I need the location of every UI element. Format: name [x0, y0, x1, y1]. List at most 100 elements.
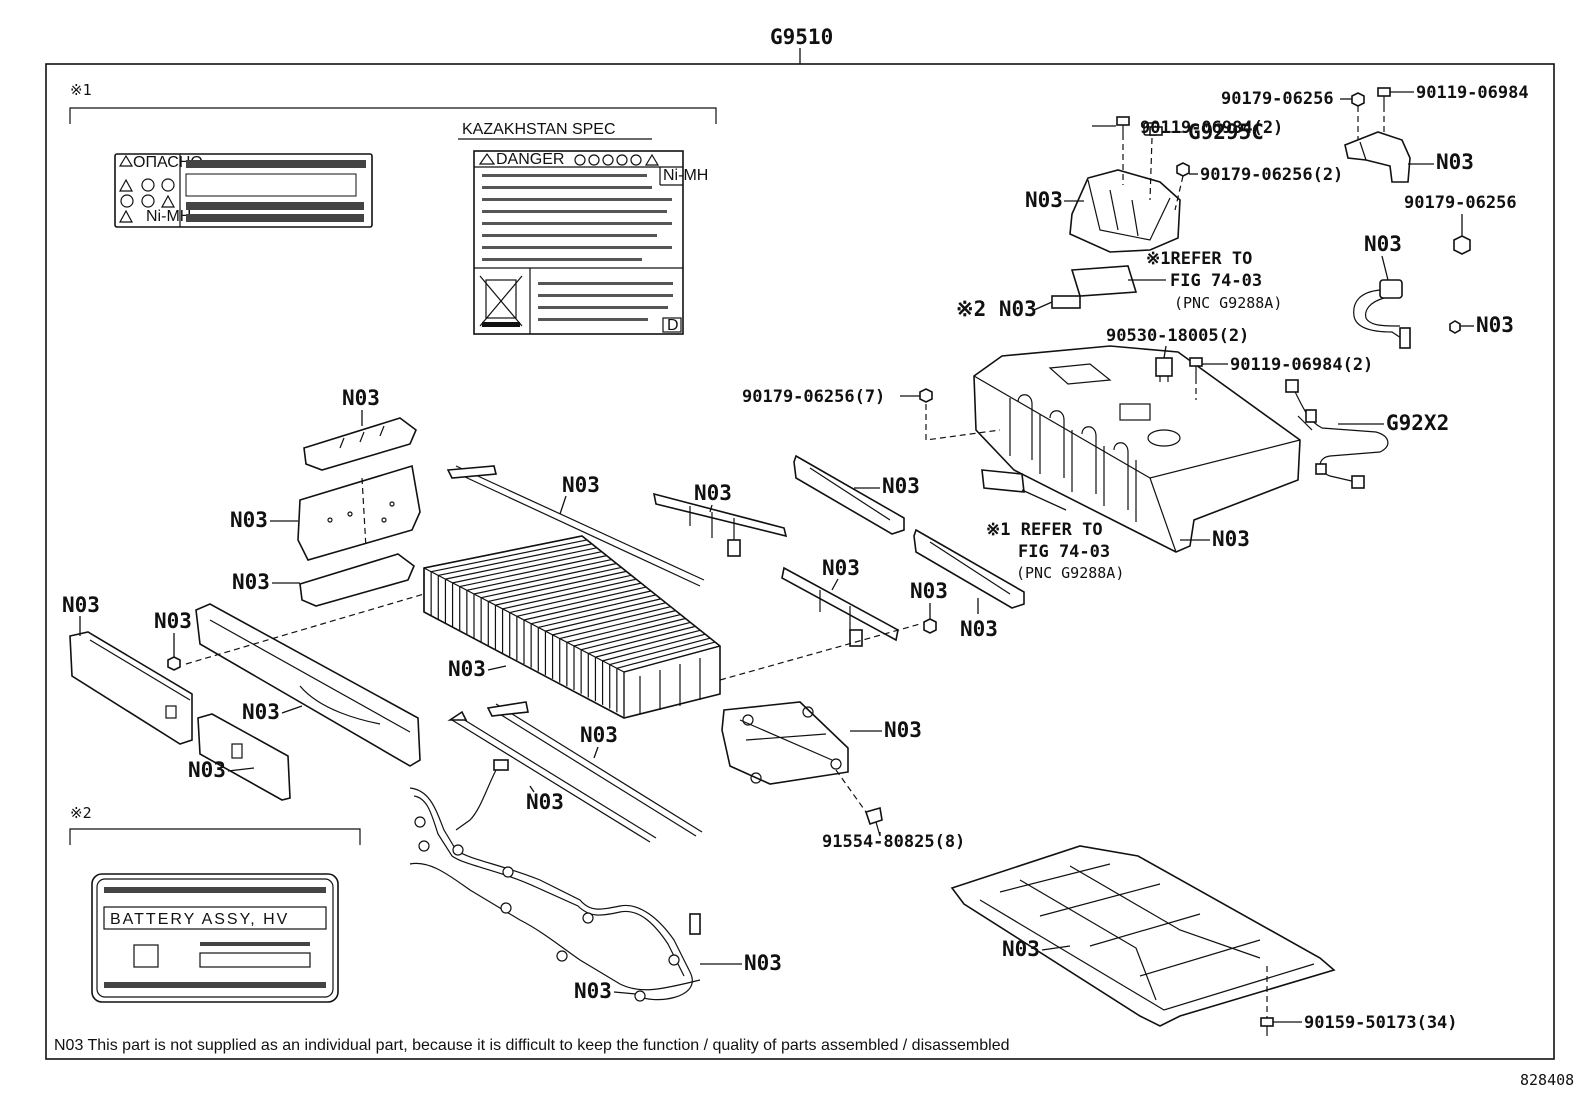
warning-small-text: ОПАСНО [133, 154, 203, 171]
callout-90119-06984-2: 90119-06984(2) [1140, 118, 1283, 138]
callout-n03-harness-clip: N03 [574, 979, 612, 1003]
danger-text: DANGER [496, 151, 564, 168]
kazakhstan-spec-title: KAZAKHSTAN SPEC [462, 121, 616, 138]
callout-n03-junction-cover: N03 [1025, 188, 1063, 212]
callout-n03-bus-bar: N03 [242, 700, 280, 724]
callout-n03-strip-1: N03 [694, 481, 732, 505]
cell-top-edge [573, 617, 686, 647]
end-cover-left [69, 631, 193, 745]
side-bracket-1 [793, 454, 905, 535]
nimh-small-text: Ni-MH [146, 208, 191, 225]
nut-top [1176, 162, 1190, 177]
cell-top-edge [459, 555, 607, 588]
cell-top-edge [523, 590, 652, 621]
refer-sheet-mid [981, 469, 1025, 493]
g9295c-connector [1143, 122, 1163, 136]
nut-sensor-1 [1453, 235, 1471, 255]
note-mark-2: ※2 [70, 804, 92, 822]
callout-n03-bracket-upper-right: N03 [1436, 150, 1474, 174]
wire-harness-lower [409, 759, 701, 1002]
refer-sheet-top [1070, 265, 1138, 297]
nut-case [919, 388, 933, 403]
battery-module-stack [423, 535, 721, 719]
callout-91554-80825-8: 91554-80825(8) [822, 832, 965, 852]
refer-mid-line-3: (PNC G9288A) [1016, 564, 1124, 582]
refer-top-line-2: FIG 74-03 [1170, 271, 1262, 291]
lower-bracket [721, 701, 849, 785]
cell-top-edge [516, 586, 647, 617]
frame [45, 63, 1555, 1060]
nimh-text: Ni-MH [663, 167, 708, 184]
refer-top-line-3: (PNC G9288A) [1174, 294, 1282, 312]
callout-90179-06256-top: 90179-06256 [1221, 89, 1334, 109]
callout-g9295c: G9295C [1188, 120, 1264, 144]
tie-rod-2 [447, 710, 657, 843]
callout-n03-rod-1: N03 [562, 473, 600, 497]
bolt-case [1189, 357, 1203, 378]
callout-90179-06256-2: 90179-06256(2) [1200, 165, 1343, 185]
callout-n03-upper-case: N03 [1212, 527, 1250, 551]
callout-90179-06256-right: 90179-06256 [1404, 193, 1517, 213]
nut-upper-right [1351, 92, 1365, 107]
plate-group-bracket [69, 828, 361, 845]
cell-top-edge [609, 637, 711, 666]
corner-mark: D [667, 317, 679, 334]
cell-top-edge [423, 535, 583, 569]
junction-cover [1069, 169, 1181, 253]
assembly-number: G9510 [770, 25, 833, 49]
upper-battery-case [973, 345, 1301, 553]
bolt-top-left [1116, 116, 1130, 134]
cell-top-edge [580, 621, 691, 651]
cell-top-edge [588, 625, 696, 655]
warning-label-small: ОПАСНО Ni-MH [114, 153, 373, 228]
tie-rod-1 [446, 465, 705, 587]
callout-n03-end-plate: N03 [230, 508, 268, 532]
wire-harness-g92x2 [1285, 379, 1389, 489]
cell-top-edge [488, 570, 627, 603]
clip-lower [864, 806, 883, 837]
cell-top-edge [616, 641, 716, 669]
bus-bar-holder-bottom [299, 553, 415, 607]
callout-n03-tray: N03 [1002, 937, 1040, 961]
end-plate [297, 464, 421, 561]
cover-small-left [197, 713, 291, 801]
temperature-strip-2 [781, 566, 899, 647]
note-mark-1: ※1 [70, 81, 92, 99]
callout-n03-cover-small: N03 [188, 758, 226, 782]
battery-plate-text: BATTERY ASSY, HV [110, 911, 289, 928]
cell-top-edge [545, 602, 666, 632]
nut-sensor-2 [1449, 320, 1461, 334]
cell-top-edge [552, 606, 671, 636]
side-bracket-2 [913, 528, 1025, 609]
cell-top-edge [431, 539, 588, 573]
refer-mid-line-2: FIG 74-03 [1018, 542, 1110, 562]
callout-90119-06984-2b: 90119-06984(2) [1230, 355, 1373, 375]
callout-n03-holder-bottom: N03 [232, 570, 270, 594]
callout-n03-harness: N03 [744, 951, 782, 975]
callout-90179-06256-7: 90179-06256(7) [742, 387, 885, 407]
nut-mid [923, 618, 937, 634]
lower-battery-tray [950, 845, 1336, 1027]
callout-90530-18005-2: 90530-18005(2) [1106, 326, 1249, 346]
cell-top-edge [531, 594, 657, 625]
bolt-upper-right [1377, 87, 1391, 106]
bolt-tray [1260, 1017, 1274, 1036]
nut-left [167, 656, 181, 671]
battery-assy-plate: BATTERY ASSY, HV [91, 873, 339, 1003]
label-group-bracket [69, 107, 717, 124]
callout-n03-end-cover: N03 [62, 593, 100, 617]
cell-top-edge [452, 551, 602, 584]
callout-n03-lower-bracket: N03 [884, 718, 922, 742]
bus-bar-module-left [195, 603, 421, 767]
cell-top-edge [438, 543, 592, 577]
recycle-bin-icon [479, 275, 523, 327]
cell-top-edge [559, 610, 676, 640]
tie-rod-3 [486, 701, 703, 837]
callout-n03-nut-mid: N03 [910, 579, 948, 603]
callout-90119-06984-top: 90119-06984 [1416, 83, 1529, 103]
cell-top-edge [495, 574, 632, 606]
callout-n03-mark2: ※2 N03 [956, 297, 1037, 321]
cell-top-edge [445, 547, 597, 580]
cell-top-edge [473, 562, 617, 595]
